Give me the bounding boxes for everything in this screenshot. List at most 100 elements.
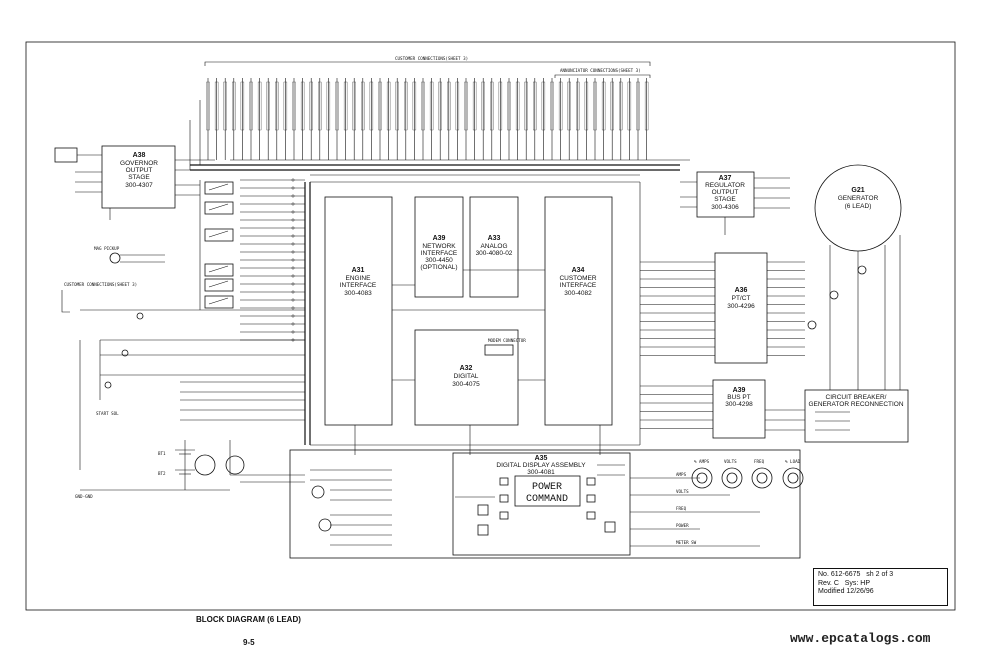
svg-text:300-4080-02: 300-4080-02	[476, 250, 513, 257]
meter-connections: AMPS VOLTS FREQ POWER METER SW	[630, 472, 760, 547]
svg-text:AMPS: AMPS	[676, 472, 687, 477]
svg-text:DIGITAL: DIGITAL	[454, 373, 479, 380]
sheet-number: sh 2 of 3	[866, 571, 894, 578]
svg-text:GOVERNOR: GOVERNOR	[120, 160, 158, 167]
svg-text:INTERFACE: INTERFACE	[560, 282, 597, 289]
svg-text:A36: A36	[735, 287, 748, 294]
diagram-title: BLOCK DIAGRAM (6 LEAD)	[196, 615, 301, 624]
drawing-number: No. 612-6675	[818, 571, 861, 578]
display-line2: COMMAND	[526, 494, 568, 505]
svg-text:FREQ: FREQ	[676, 506, 687, 511]
a36-ptct-block: A36 PT/CT 300-4296	[714, 252, 768, 364]
circuit-breaker-block: CIRCUIT BREAKER/ GENERATOR RECONNECTION	[765, 389, 909, 443]
svg-text:300-4081: 300-4081	[527, 469, 555, 476]
svg-text:A38: A38	[133, 152, 146, 159]
a31-engine-interface-block: A31 ENGINE INTERFACE 300-4083	[324, 196, 393, 426]
svg-text:A39: A39	[733, 387, 746, 394]
svg-text:INTERFACE: INTERFACE	[421, 250, 458, 257]
svg-text:ANALOG: ANALOG	[480, 243, 507, 250]
ptct-wires	[640, 261, 805, 429]
left-bracket	[61, 290, 70, 313]
meter-3: FREQ	[751, 459, 773, 489]
meter-label-1: % AMPS	[694, 459, 710, 464]
svg-text:STAGE: STAGE	[128, 174, 150, 181]
svg-text:STAGE: STAGE	[714, 196, 736, 203]
modified-date: Modified 12/26/96	[818, 588, 874, 595]
svg-text:300-4083: 300-4083	[344, 290, 372, 297]
svg-text:A35: A35	[535, 455, 548, 462]
svg-text:NETWORK: NETWORK	[422, 243, 456, 250]
svg-text:GENERATOR: GENERATOR	[838, 195, 879, 202]
svg-text:PT/CT: PT/CT	[732, 295, 751, 302]
svg-text:OUTPUT: OUTPUT	[126, 167, 153, 174]
display-line1: POWER	[532, 482, 562, 493]
svg-text:BUS PT: BUS PT	[727, 394, 751, 401]
svg-text:A32: A32	[460, 365, 473, 372]
a33-analog-block: A33 ANALOG 300-4080-02	[469, 196, 519, 298]
svg-text:MAG PICKUP: MAG PICKUP	[94, 246, 120, 251]
svg-text:A34: A34	[572, 267, 585, 274]
meters: % AMPS VOLTS FREQ % LOAD	[691, 459, 804, 489]
svg-text:300-4298: 300-4298	[725, 401, 753, 408]
svg-text:300-4082: 300-4082	[564, 290, 592, 297]
svg-text:300-4450: 300-4450	[425, 257, 453, 264]
svg-text:A39: A39	[433, 235, 446, 242]
a39-network-interface-block: A39 NETWORK INTERFACE 300-4450 (OPTIONAL…	[414, 196, 464, 298]
svg-text:VOLTS: VOLTS	[676, 489, 689, 494]
svg-text:BT2: BT2	[158, 471, 166, 476]
svg-text:ENGINE: ENGINE	[346, 275, 372, 282]
header-brackets	[204, 61, 651, 78]
bus-pt-block: A39 BUS PT 300-4298	[712, 379, 766, 439]
meter-1: % AMPS	[691, 459, 713, 489]
svg-text:OUTPUT: OUTPUT	[712, 189, 739, 196]
svg-text:DIGITAL DISPLAY ASSEMBLY: DIGITAL DISPLAY ASSEMBLY	[496, 462, 586, 469]
svg-text:A37: A37	[719, 175, 732, 182]
svg-text:POWER: POWER	[676, 523, 689, 528]
customer-connections-left: CUSTOMER CONNECTIONS(SHEET 3)	[64, 282, 137, 287]
customer-connections-header: CUSTOMER CONNECTIONS(SHEET 3)	[395, 56, 468, 61]
svg-text:GENERATOR RECONNECTION: GENERATOR RECONNECTION	[808, 401, 903, 408]
display-switches	[310, 469, 392, 546]
revision: Rev. C	[818, 579, 839, 587]
meter-label-2: VOLTS	[724, 459, 737, 464]
svg-text:GND-GND: GND-GND	[75, 494, 93, 499]
a37-regulator-block: A37 REGULATOR OUTPUT STAGE 300-4306	[680, 171, 790, 235]
left-input-terminal	[54, 147, 215, 220]
left-relay-network	[79, 309, 305, 483]
mag-pickup: MAG PICKUP	[94, 246, 165, 264]
svg-text:CIRCUIT BREAKER/: CIRCUIT BREAKER/	[826, 394, 887, 401]
svg-text:METER SW: METER SW	[676, 540, 697, 545]
meter-4: % LOAD	[782, 459, 804, 489]
top-wire-bundle	[189, 78, 649, 170]
svg-text:(6 LEAD): (6 LEAD)	[845, 203, 872, 210]
svg-text:300-4075: 300-4075	[452, 381, 480, 388]
svg-text:INTERFACE: INTERFACE	[340, 282, 377, 289]
revision-box: No. 612-6675 sh 2 of 3 Rev. C Sys: HP Mo…	[813, 568, 948, 606]
engine-sensor-rows	[199, 178, 305, 342]
sheet-border	[25, 41, 956, 611]
svg-text:300-4307: 300-4307	[125, 182, 153, 189]
svg-text:(OPTIONAL): (OPTIONAL)	[420, 264, 457, 271]
a34-customer-interface-block: A34 CUSTOMER INTERFACE 300-4082	[544, 196, 613, 426]
start-sol-label: START SOL	[96, 411, 119, 416]
a35-display-assembly-block: A35 DIGITAL DISPLAY ASSEMBLY 300-4081 PO…	[289, 449, 801, 559]
system: Sys: HP	[844, 579, 871, 587]
svg-text:300-4306: 300-4306	[711, 204, 739, 211]
a32-digital-block: MODEM CONNECTOR A32 DIGITAL 300-4075	[414, 329, 526, 426]
meter-label-3: FREQ	[754, 459, 765, 464]
g21-generator: G21 GENERATOR (6 LEAD)	[807, 164, 902, 390]
svg-text:BT1: BT1	[158, 451, 166, 456]
meter-label-4: % LOAD	[785, 459, 801, 464]
website-watermark: www.epcatalogs.com	[790, 631, 931, 646]
svg-text:REGULATOR: REGULATOR	[705, 182, 745, 189]
svg-text:MODEM CONNECTOR: MODEM CONNECTOR	[488, 338, 526, 343]
svg-text:G21: G21	[851, 187, 864, 194]
meter-2: VOLTS	[721, 459, 743, 489]
svg-text:A33: A33	[488, 235, 501, 242]
page-number: 9-5	[243, 638, 255, 647]
a38-governor-block: A38 GOVERNOR OUTPUT STAGE 300-4307	[101, 145, 176, 209]
svg-text:A31: A31	[352, 267, 365, 274]
annunciator-connections-header: ANNUNCIATOR CONNECTIONS(SHEET 3)	[560, 68, 641, 73]
batteries: BT1 BT2 GND-GND	[75, 440, 245, 499]
